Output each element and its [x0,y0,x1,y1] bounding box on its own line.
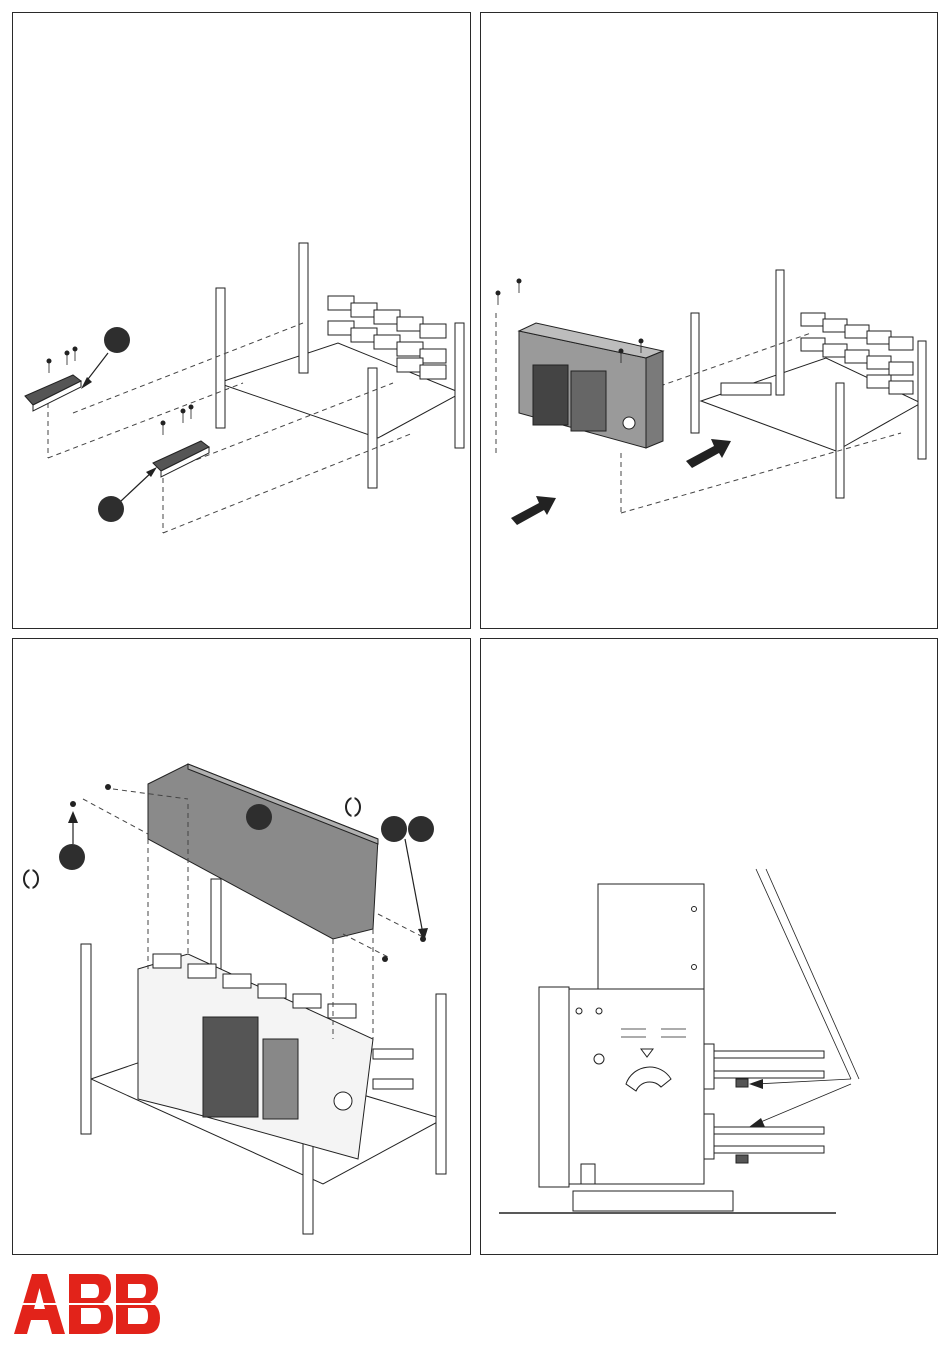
circuit-breaker-side [539,987,704,1187]
callout-marker [59,811,85,870]
cabinet-post [836,383,844,498]
step-2-panel [480,12,938,629]
cabinet-post [299,243,308,373]
callout-marker [81,327,130,389]
insert-direction-arrow [511,496,556,525]
top-cover [148,764,378,939]
callout-marker [98,467,157,522]
cabinet-post [81,944,91,1134]
cabinet-post [776,270,784,395]
rotate-icon [24,869,38,889]
tightening-pointer [749,869,859,1127]
circuit-breaker [138,954,373,1159]
cabinet-post [918,341,926,459]
cabinet-floor [701,358,921,451]
mounting-rail [721,383,771,395]
terminal-side-view-illustration [481,639,937,1254]
step-1-panel [12,12,471,629]
callout-marker [246,804,272,830]
step-3-panel [12,638,471,1255]
cabinet-post [455,323,464,448]
rotate-icon [346,797,360,817]
step-4-panel [480,638,938,1255]
abb-logo [14,1274,160,1334]
cabinet-post [216,288,225,428]
insert-direction-arrow [686,439,731,468]
mounting-base [573,1191,733,1211]
busbar-terminals [704,1044,824,1163]
cabinet-post [436,994,446,1174]
cabinet-post [368,368,377,488]
cover-fitting-illustration [13,639,470,1254]
breaker-insertion-illustration [481,13,937,628]
bracket-mounting-illustration [13,13,470,628]
callout-marker [381,816,434,941]
